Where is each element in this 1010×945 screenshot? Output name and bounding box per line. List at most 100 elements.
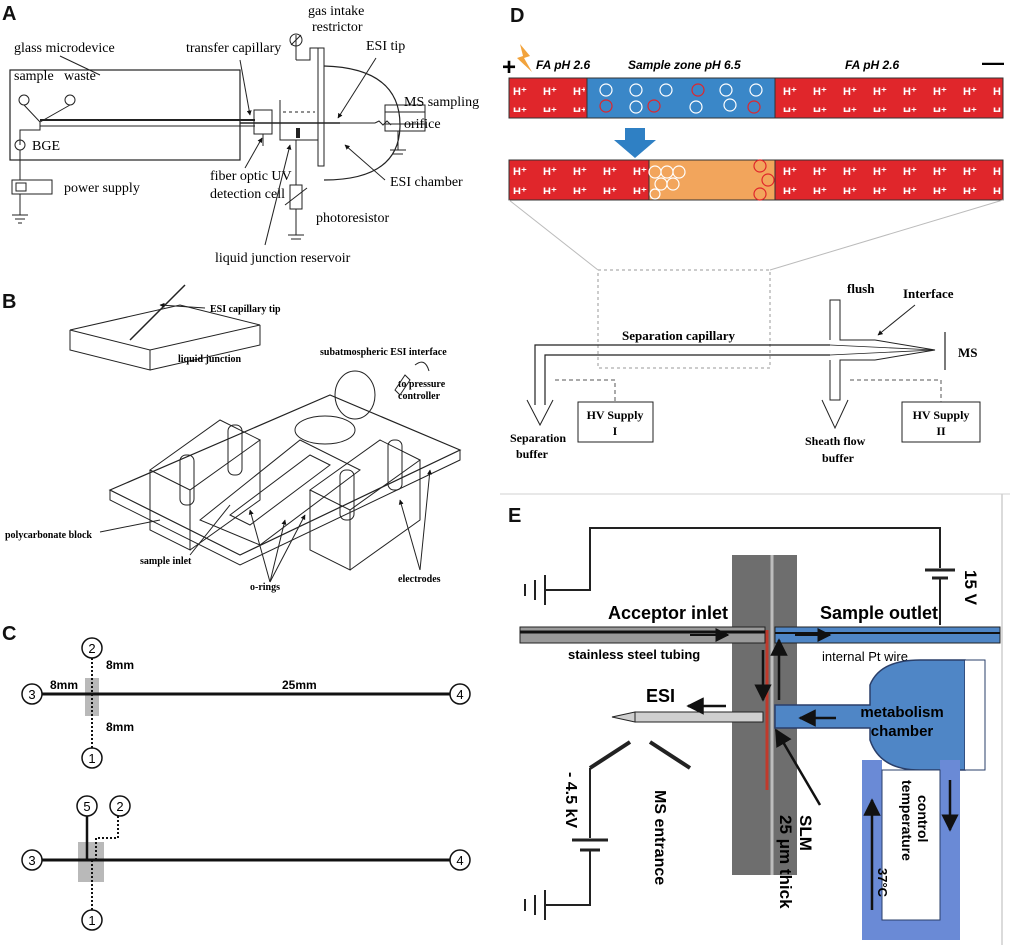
panel-b: B ESI capillary tip liquid junction suba…	[2, 284, 462, 593]
port-2-top: 2	[81, 637, 103, 659]
controller-label: controller	[398, 391, 441, 402]
separation-capillary-label: Separation capillary	[622, 328, 736, 343]
panel-c: C 3 4 2 1 8mm 8mm 25mm 8mm 3 4 5 2 1	[2, 623, 471, 931]
uv-detection-cell	[253, 109, 273, 135]
stainless-tubing	[519, 626, 766, 644]
subatm-interface-label: subatmospheric ESI interface	[320, 347, 447, 358]
port-3-bottom: 3	[21, 849, 43, 871]
esi-capillary-tip-label: ESI capillary tip	[210, 304, 281, 315]
sample-reservoir	[18, 94, 30, 106]
port-4-top: 4	[449, 683, 471, 705]
svg-text:4: 4	[456, 853, 463, 868]
stainless-label: stainless steel tubing	[568, 647, 700, 662]
hv-supply-2-num: II	[936, 424, 946, 438]
panel-d: D + — FA pH 2.6 Sample zone pH 6.5 FA pH…	[502, 5, 1004, 465]
polycarbonate-label: polycarbonate block	[5, 530, 92, 541]
temperature-label-3: 37°C	[875, 868, 890, 898]
ms-entrance-label: MS entrance	[651, 790, 668, 885]
panel-b-letter: B	[2, 291, 16, 313]
cations-stacked	[753, 159, 775, 201]
left-block	[149, 419, 261, 491]
ms-entrance-right	[648, 740, 692, 770]
temperature-label-1: temperature	[899, 780, 915, 861]
svg-text:4: 4	[456, 687, 463, 702]
microchip	[199, 439, 361, 546]
port-2-bottom: 2	[109, 795, 131, 817]
circuit-wire-top	[545, 527, 941, 591]
ms-entrance-left	[588, 740, 632, 770]
esi-plate	[317, 47, 325, 167]
zoom-box	[597, 269, 771, 369]
detection-cell-label: detection cell	[210, 187, 285, 202]
cations-top	[599, 83, 761, 114]
panel-c-letter: C	[2, 623, 16, 645]
hv-supply-1-label: HV Supply	[587, 408, 644, 422]
restrictor-valve	[289, 33, 303, 47]
slm-thickness-label: 25 μm thick	[776, 815, 795, 909]
sample-outlet-label: Sample outlet	[820, 603, 938, 623]
esi-chamber-label: ESI chamber	[390, 175, 463, 190]
glass-microdevice-label: glass microdevice	[14, 41, 115, 56]
waste-reservoir	[64, 94, 76, 106]
electrodes-label: electrodes	[398, 574, 441, 585]
fa-left-label: FA pH 2.6	[536, 58, 591, 72]
svg-text:1: 1	[88, 751, 95, 766]
anions-stacked	[648, 165, 686, 200]
panel-e: E 15 V Acceptor inlet stainless steel tu…	[508, 505, 1001, 940]
panel-d-letter: D	[510, 5, 524, 27]
ms-sampling-label: MS sampling	[404, 95, 479, 110]
dim-8mm-bottom: 8mm	[106, 720, 134, 734]
sheath-flow-label-1: Sheath flow	[805, 434, 866, 448]
port-5-bottom: 5	[76, 795, 98, 817]
separation-capillary-outer	[534, 344, 830, 405]
glass-microdevice-box	[9, 69, 241, 161]
microdevice-leader	[59, 55, 101, 76]
sample-zone-top	[586, 77, 776, 119]
metabolism-label-2: chamber	[871, 723, 934, 740]
esi-interface	[334, 370, 376, 420]
panel-e-letter: E	[508, 505, 521, 527]
metabolism-label-1: metabolism	[860, 704, 943, 721]
sample-zone-label: Sample zone pH 6.5	[628, 58, 741, 72]
svg-text:3: 3	[28, 687, 35, 702]
dim-8mm-top: 8mm	[106, 658, 134, 672]
restrictor-label: restrictor	[312, 20, 363, 35]
detection-zone-1	[85, 678, 99, 716]
esi-chamber-dome	[323, 65, 401, 181]
sheath-flow-label-2: buffer	[822, 451, 855, 465]
voltage-4-5kv: - 4.5 kV	[562, 772, 579, 828]
port-1-bottom: 1	[81, 909, 103, 931]
ms-label: MS	[958, 345, 978, 360]
right-block	[309, 439, 421, 511]
interface-tee-top	[829, 299, 875, 341]
svg-text:2: 2	[88, 641, 95, 656]
fiber-optic-label: fiber optic UV	[210, 169, 292, 184]
power-supply-box	[11, 179, 53, 195]
port-4-bottom: 4	[449, 849, 471, 871]
transition-arrow	[614, 128, 656, 158]
minus-terminal: —	[982, 50, 1004, 75]
esi-emitter-tube	[634, 711, 764, 723]
anions-top	[599, 83, 763, 114]
liquid-junction-label: liquid junction reservoir	[215, 251, 351, 266]
svg-text:5: 5	[83, 799, 90, 814]
ms-orifice	[384, 104, 426, 132]
fa-right-label: FA pH 2.6	[845, 58, 900, 72]
liquid-junction-b-label: liquid junction	[178, 354, 242, 365]
acceptor-inlet-label: Acceptor inlet	[608, 603, 728, 623]
voltage-15v: 15 V	[961, 570, 980, 606]
photoresistor-label: photoresistor	[316, 211, 389, 226]
sheath-flow-arrow	[821, 399, 849, 430]
separation-buffer-label-2: buffer	[516, 447, 549, 461]
flush-label: flush	[847, 281, 875, 296]
o-rings-label: o-rings	[250, 582, 280, 593]
gas-intake-label: gas intake	[308, 4, 364, 19]
slm-label: SLM	[796, 815, 815, 851]
to-pressure-label: to pressure	[398, 379, 446, 390]
separation-buffer-arrow	[526, 399, 554, 427]
dim-25mm: 25mm	[282, 678, 317, 692]
port-1-top: 1	[81, 747, 103, 769]
orifice-label: orifice	[404, 117, 441, 132]
plus-terminal: +	[502, 54, 516, 81]
